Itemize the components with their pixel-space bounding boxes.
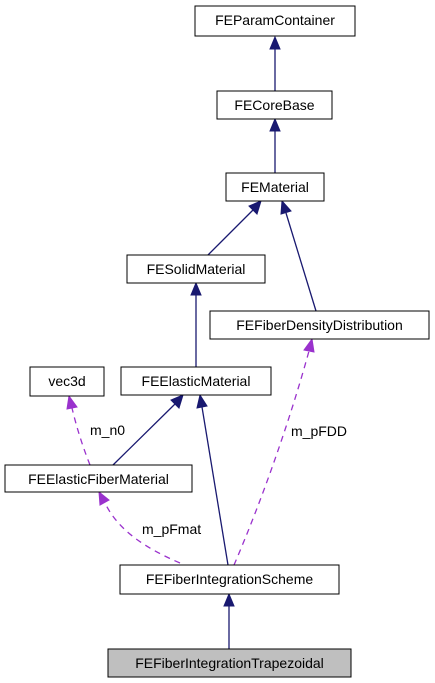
label-m-pfmat: m_pFmat	[142, 521, 201, 537]
edge-elasticfiber-to-elasticmaterial	[112, 403, 176, 466]
edge-solidmaterial-to-material	[207, 209, 254, 256]
node-label: FEParamContainer	[215, 12, 335, 28]
node-fesolidmaterial[interactable]: FESolidMaterial	[126, 254, 266, 284]
edge-m-pfmat	[104, 502, 181, 564]
node-label: FECoreBase	[234, 97, 314, 113]
edge-m-pfdd	[233, 350, 310, 566]
edge-scheme-to-elasticmaterial	[201, 406, 229, 566]
arrowhead-elasticfiber	[98, 490, 110, 506]
edge-labels: m_n0 m_pFDD m_pFmat	[90, 422, 347, 537]
arrowhead-material-right	[280, 199, 292, 215]
node-label: FEElasticFiberMaterial	[28, 471, 169, 487]
node-label: FEMaterial	[241, 179, 309, 195]
arrowhead-corebase	[269, 117, 281, 132]
node-fefiberintegrationtrapezoidal: FEFiberIntegrationTrapezoidal	[107, 648, 352, 678]
node-fefiberdensitydistribution[interactable]: FEFiberDensityDistribution	[209, 310, 430, 340]
node-feparamcontainer[interactable]: FEParamContainer	[194, 5, 356, 37]
arrowhead-elasticmaterial-right	[196, 393, 208, 409]
node-fematerial[interactable]: FEMaterial	[225, 172, 325, 202]
node-label: FEFiberIntegrationTrapezoidal	[135, 655, 324, 671]
arrowhead-solidmaterial	[190, 281, 202, 296]
node-vec3d[interactable]: vec3d	[29, 366, 105, 397]
node-feelasticmaterial[interactable]: FEElasticMaterial	[120, 366, 272, 396]
node-feelasticfibermaterial[interactable]: FEElasticFiberMaterial	[4, 464, 193, 493]
node-label: FEFiberIntegrationScheme	[146, 571, 314, 587]
arrowhead-elasticmaterial-left	[170, 394, 184, 409]
label-m-pfdd: m_pFDD	[291, 423, 347, 439]
edge-fdd-to-material	[285, 212, 317, 312]
arrowhead-scheme	[223, 592, 235, 607]
arrowhead-material-left	[248, 200, 262, 215]
label-m-n0: m_n0	[90, 422, 125, 438]
node-label: FESolidMaterial	[147, 261, 246, 277]
node-fecorebase[interactable]: FECoreBase	[216, 90, 333, 120]
member-edges	[66, 337, 315, 566]
node-label: FEElasticMaterial	[142, 373, 251, 389]
node-label: vec3d	[48, 373, 85, 389]
node-fefiberintegrationscheme[interactable]: FEFiberIntegrationScheme	[119, 564, 340, 595]
arrowhead-paramcontainer	[269, 35, 281, 50]
node-label: FEFiberDensityDistribution	[236, 317, 403, 333]
arrowhead-fdd	[303, 337, 315, 353]
arrowhead-vec3d	[66, 394, 78, 410]
inheritance-edges	[112, 35, 317, 649]
edge-m-n0	[71, 407, 91, 466]
